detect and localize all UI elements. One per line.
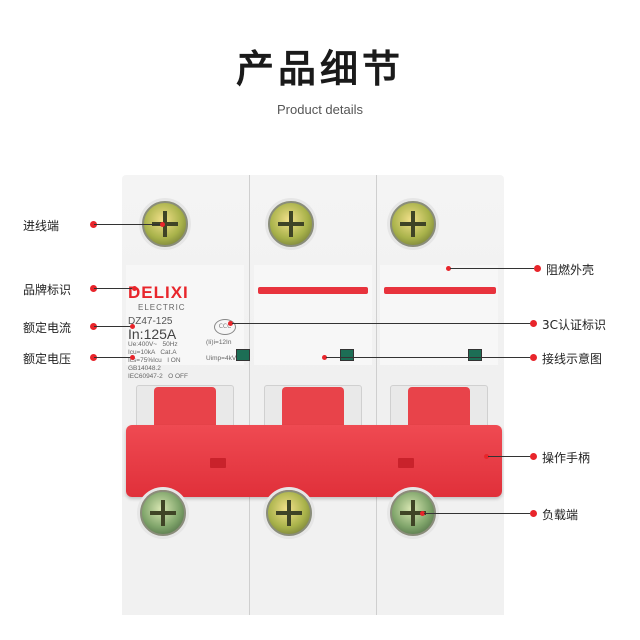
callout-handle: 操作手柄 [542,451,591,465]
module-divider [376,175,377,615]
module-face [380,265,498,365]
callout-point [322,355,327,360]
callout-line [232,323,534,324]
model-number: DZ47-125 [128,316,173,327]
operating-handle-bar [126,425,502,497]
callout-dot [530,320,537,327]
module-divider [249,497,250,615]
callout-line [94,357,132,358]
callout-load: 负载端 [542,508,579,522]
page-title: 产品细节 [235,47,404,91]
incoming-terminal-screw [390,201,436,247]
callout-line [488,456,530,457]
module-divider [249,175,250,615]
callout-dot [530,354,537,361]
callout-point [484,454,489,459]
brand-logo: DELIXI [128,283,189,302]
callout-dot [530,453,537,460]
callout-point [130,355,135,360]
brand-sub: ELECTRIC [138,303,186,312]
spec-text: Ue:400V~ 50Hz Icu=10kA Cat.A Ics=75%Icu … [128,341,188,380]
callout-line [94,326,132,327]
ccc-certification-mark: CCC [214,319,236,335]
page-subtitle: Product details [277,102,363,117]
indicator-window [340,349,354,361]
module-face [126,265,244,365]
indicator-window [236,349,250,361]
red-strip [258,287,368,294]
module-face [254,265,372,365]
handle-notch [398,458,414,468]
module-divider [376,497,377,615]
callout-line [326,357,530,358]
callout-rated-voltage: 额定电压 [23,352,72,366]
callout-line [94,288,134,289]
callout-line [450,268,534,269]
callout-dot [90,221,97,228]
callout-brand: 品牌标识 [23,283,72,297]
callout-point [446,266,451,271]
callout-dot [534,265,541,272]
callout-point [228,321,233,326]
callout-rated-current: 额定电流 [23,321,72,335]
callout-point [130,324,135,329]
load-terminal-screw [140,490,186,536]
circuit-breaker-image: DELIXI ELECTRIC DZ47-125 In:125A Ue:400V… [122,175,504,630]
callout-point [160,222,165,227]
load-terminal-screw [266,490,312,536]
spec-text-mid: (Ii)i=12In Uimp=4kV [206,339,237,362]
incoming-terminal-screw [268,201,314,247]
callout-dot [90,285,97,292]
callout-housing: 阻燃外壳 [546,263,595,277]
callout-point [420,511,425,516]
callout-line [424,513,530,514]
callout-wiring: 接线示意图 [542,352,603,366]
callout-line [94,224,162,225]
callout-dot [90,354,97,361]
indicator-window [468,349,482,361]
rated-current-label: In:125A [128,326,177,342]
callout-incoming: 进线端 [23,219,60,233]
red-strip [384,287,496,294]
callout-dot [530,510,537,517]
callout-dot [90,323,97,330]
callout-ccc: 3C认证标识 [542,318,607,332]
callout-point [132,286,137,291]
handle-notch [210,458,226,468]
